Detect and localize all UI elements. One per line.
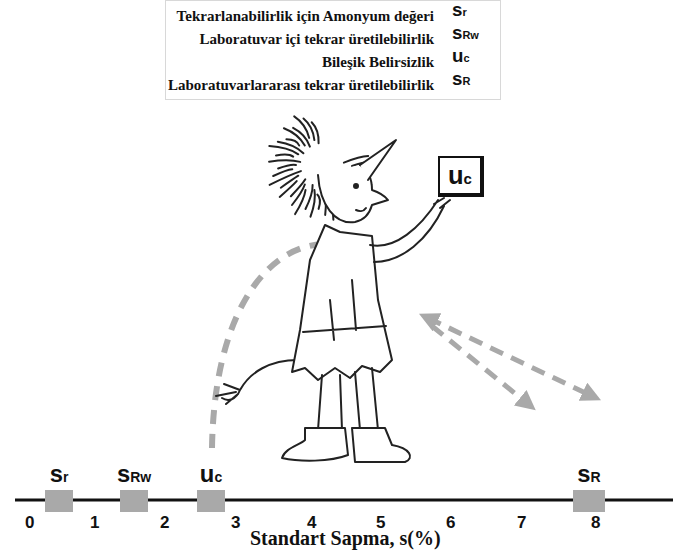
- hair-spike: [306, 185, 313, 209]
- axis-marker: sRw: [120, 490, 148, 512]
- troll-mouth: [356, 208, 366, 211]
- troll-ear: [360, 140, 396, 180]
- hair-spike: [276, 155, 293, 157]
- hair-spike: [292, 185, 305, 206]
- troll-legs: [318, 368, 378, 430]
- troll-eye: [354, 184, 358, 188]
- legend-box: Tekrarlanabilirlik için Amonyum değerisr…: [165, 0, 501, 100]
- dashed-arrow: [428, 318, 592, 396]
- axis-symbol: uc: [200, 460, 222, 488]
- troll-face: [318, 165, 388, 222]
- legend-row: Bileşik Belirsizlikuc: [166, 51, 500, 73]
- tick-label: 0: [25, 513, 34, 533]
- hair-spike: [280, 181, 297, 197]
- troll-tunic-lines: [303, 280, 386, 340]
- legend-symbol: sRw: [452, 22, 479, 44]
- axis-marker: uc: [197, 490, 225, 512]
- tick-label: 7: [517, 513, 526, 533]
- axis-title: Standart Sapma, s(%): [250, 527, 441, 550]
- legend-text: Laboratuvarlararası tekrar üretilebilirl…: [168, 74, 434, 96]
- legend-text: Laboratuvar içi tekrar üretilebilirlik: [199, 28, 434, 50]
- tick-label: 1: [90, 513, 99, 533]
- tick-label: 6: [446, 513, 455, 533]
- legend-symbol: uc: [452, 45, 470, 67]
- tick-label: 2: [160, 513, 169, 533]
- axis-symbol: sR: [577, 460, 600, 488]
- axis-marker: sr: [45, 490, 73, 512]
- dashed-arrow: [432, 326, 528, 404]
- hair-spike: [293, 128, 310, 147]
- troll-boot: [352, 428, 410, 462]
- hair-spike: [311, 190, 315, 217]
- held-box: uc: [438, 156, 484, 197]
- tick-label: 8: [591, 513, 600, 533]
- legend-row: Laboratuvarlararası tekrar üretilebilirl…: [166, 74, 500, 96]
- legend-row: Tekrarlanabilirlik için Amonyum değerisr: [166, 5, 500, 27]
- tick-label: 3: [231, 513, 240, 533]
- legend-text: Bileşik Belirsizlik: [322, 51, 434, 73]
- legend-symbol: sr: [452, 0, 467, 21]
- troll-tunic: [292, 225, 392, 380]
- hair-spike: [269, 146, 298, 154]
- axis-symbol: sRw: [117, 460, 151, 488]
- hair-spike: [317, 195, 320, 209]
- troll-boot: [282, 428, 348, 461]
- troll-tail: [216, 360, 298, 404]
- hair-spike: [295, 190, 305, 214]
- axis-symbol: sr: [50, 460, 69, 488]
- troll-arm: [370, 198, 450, 262]
- legend-symbol: sR: [452, 68, 470, 90]
- hair-spike: [269, 160, 300, 162]
- axis-marker: sR: [573, 490, 605, 512]
- held-symbol: uc: [448, 161, 472, 190]
- legend-text: Tekrarlanabilirlik için Amonyum değeri: [177, 5, 434, 27]
- hair-spike: [278, 165, 296, 169]
- legend-row: Laboratuvar içi tekrar üretilebilirliksR…: [166, 28, 500, 50]
- troll-figure: [216, 116, 450, 462]
